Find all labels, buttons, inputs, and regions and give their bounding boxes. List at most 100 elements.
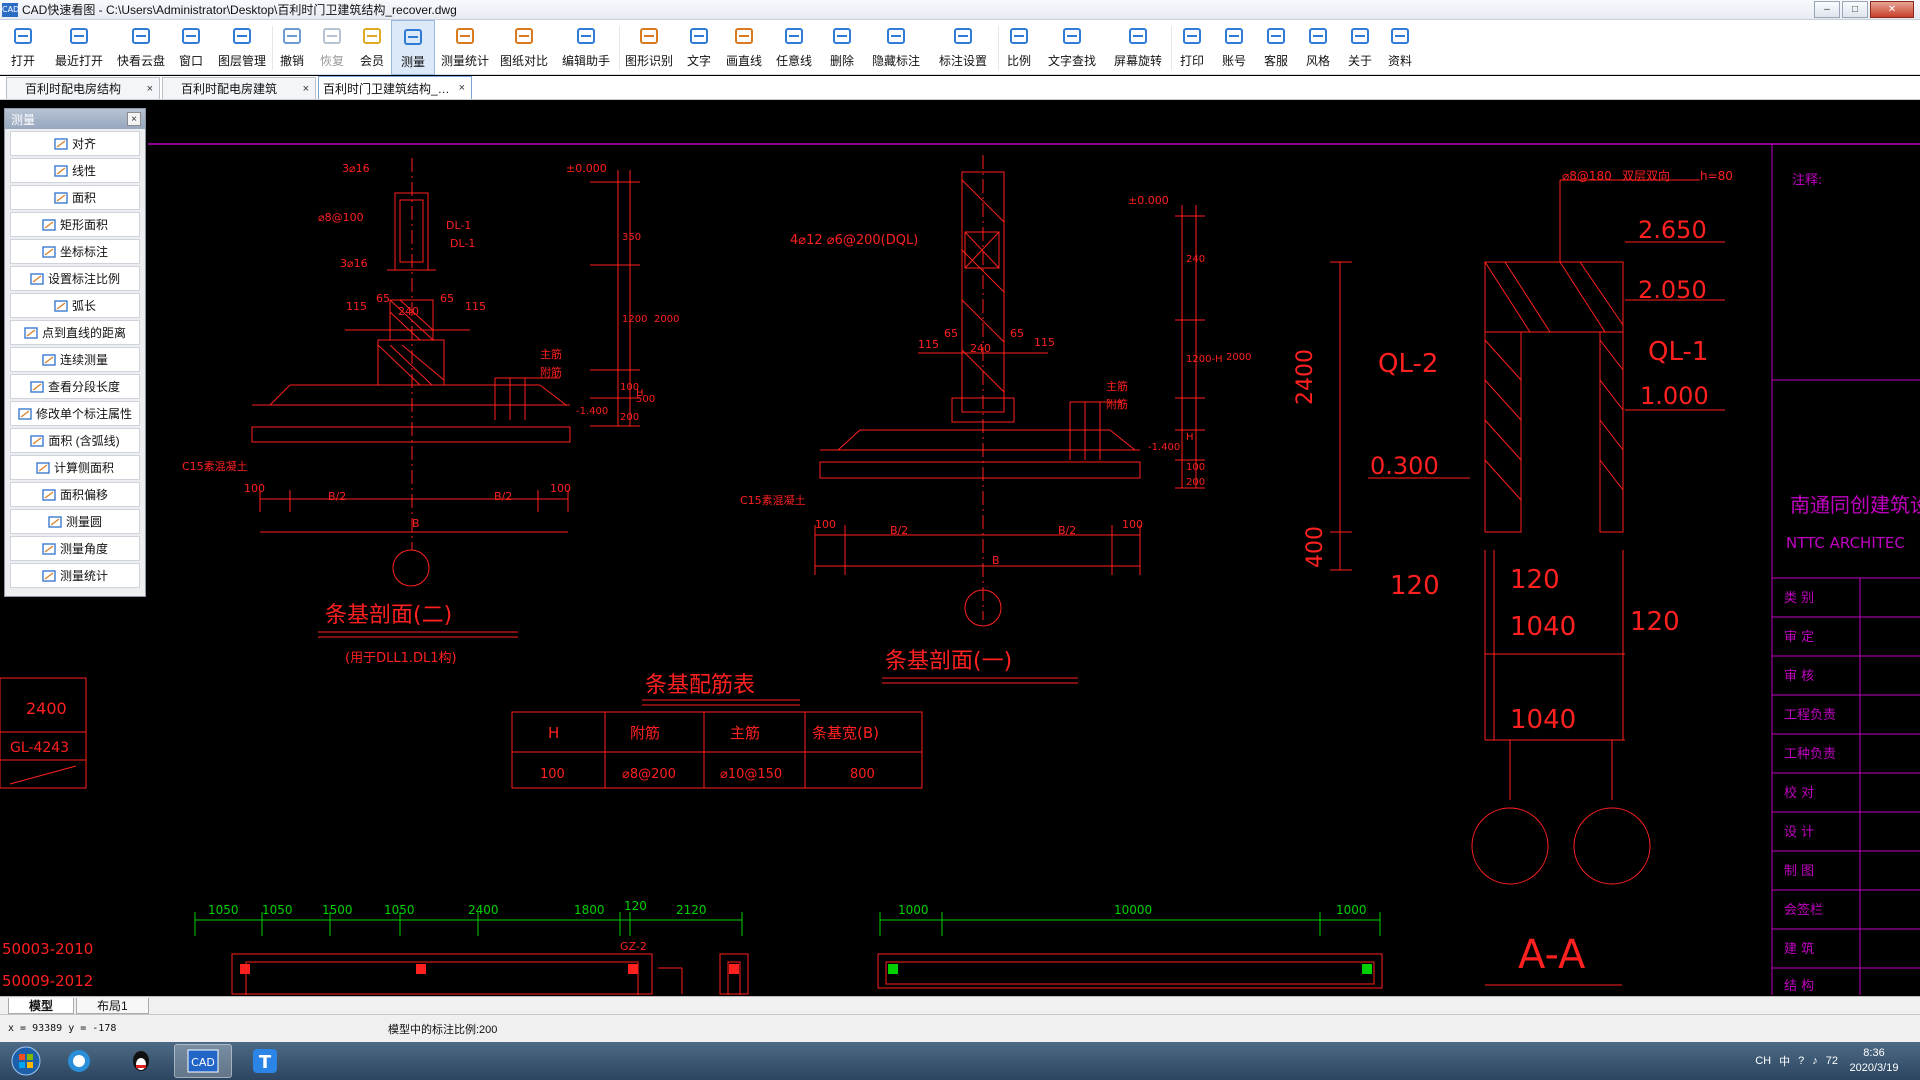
- measure-item-12[interactable]: 计算侧面积: [10, 455, 140, 480]
- toolbar-button-7[interactable]: 会员: [353, 20, 391, 75]
- toolbar-button-14[interactable]: 画直线: [720, 20, 768, 75]
- section-title: A-A: [1518, 932, 1586, 978]
- measure-item-8[interactable]: 连续测量: [10, 347, 140, 372]
- label: 115: [1034, 336, 1055, 349]
- tab-document-1[interactable]: 百利时配电房结构 ×: [6, 77, 160, 99]
- measure-panel-title: 测量: [11, 112, 36, 127]
- tab-close-icon[interactable]: ×: [146, 82, 153, 95]
- toolbar-button-6[interactable]: 恢复: [311, 20, 353, 75]
- table-title: 条基配筋表: [645, 673, 755, 698]
- toolbar-button-4[interactable]: 图层管理: [212, 20, 272, 75]
- label: B/2: [328, 490, 346, 503]
- close-icon[interactable]: ✕: [1870, 1, 1914, 18]
- tab-layout1[interactable]: 布局1: [76, 997, 149, 1014]
- toolbar-button-26[interactable]: 关于: [1340, 20, 1380, 75]
- qq-icon[interactable]: [112, 1044, 170, 1078]
- measure-item-3[interactable]: 矩形面积: [10, 212, 140, 237]
- label: ⌀8@100: [318, 211, 364, 224]
- close-icon[interactable]: ×: [127, 112, 141, 126]
- label: 100: [620, 382, 639, 393]
- toolbar-button-11[interactable]: 编辑助手: [553, 20, 619, 75]
- measure-item-6[interactable]: 弧长: [10, 293, 140, 318]
- label: -1.400: [1148, 442, 1180, 453]
- help-icon[interactable]: ?: [1798, 1055, 1805, 1067]
- toolbar-button-1[interactable]: 最近打开: [46, 20, 112, 75]
- measure-item-9[interactable]: 查看分段长度: [10, 374, 140, 399]
- label: 500: [636, 394, 655, 405]
- label: H: [1186, 432, 1194, 443]
- style-icon: [1305, 25, 1331, 47]
- measure-panel-header[interactable]: 测量 ×: [5, 109, 145, 129]
- toolbar-button-13[interactable]: 文字: [678, 20, 720, 75]
- label: C15素混凝土: [182, 459, 248, 473]
- toolbar-button-23[interactable]: 账号: [1212, 20, 1256, 75]
- language-indicator[interactable]: CH: [1755, 1055, 1772, 1067]
- label: 主筋: [1106, 379, 1128, 393]
- toolbar-button-10[interactable]: 图纸对比: [495, 20, 553, 75]
- ime-indicator[interactable]: 中: [1779, 1056, 1791, 1068]
- measure-item-0[interactable]: 对齐: [10, 131, 140, 156]
- dim-label: 10000: [1114, 903, 1152, 917]
- label: B: [412, 517, 420, 530]
- tab-close-icon[interactable]: ×: [458, 82, 465, 94]
- measure-icon: [400, 26, 426, 48]
- start-orb-icon[interactable]: [6, 1043, 46, 1079]
- continuous-icon: [42, 353, 56, 366]
- text-search-icon: [1059, 25, 1085, 47]
- cad-viewer-icon[interactable]: CAD: [174, 1044, 232, 1078]
- tab-close-icon[interactable]: ×: [302, 82, 309, 95]
- toolbar-button-16[interactable]: 删除: [820, 20, 864, 75]
- toolbar-button-24[interactable]: 客服: [1256, 20, 1296, 75]
- tab-label: 百利时配电房结构: [25, 82, 122, 96]
- toolbar-button-5[interactable]: 撤销: [273, 20, 311, 75]
- maximize-icon[interactable]: □: [1842, 1, 1868, 18]
- tab-document-3[interactable]: 百利时门卫建筑结构_… ×: [318, 76, 472, 99]
- dim-label: 2400: [468, 903, 499, 917]
- toolbar-button-18[interactable]: 标注设置: [928, 20, 998, 75]
- toolbar-button-25[interactable]: 风格: [1296, 20, 1340, 75]
- cad-t-icon[interactable]: T: [236, 1044, 294, 1078]
- toolbar-button-8[interactable]: 测量: [391, 20, 435, 75]
- toolbar-button-15[interactable]: 任意线: [768, 20, 820, 75]
- label: 0.300: [1370, 452, 1439, 480]
- minimize-icon[interactable]: –: [1814, 1, 1840, 18]
- label: B/2: [890, 524, 908, 537]
- measure-item-1[interactable]: 线性: [10, 158, 140, 183]
- measure-item-14[interactable]: 测量圆: [10, 509, 140, 534]
- measure-item-16[interactable]: 测量统计: [10, 563, 140, 588]
- toolbar-button-3[interactable]: 窗口: [170, 20, 212, 75]
- measure-item-5[interactable]: 设置标注比例: [10, 266, 140, 291]
- volume-icon[interactable]: ♪: [1812, 1055, 1818, 1067]
- label: 350: [622, 232, 641, 243]
- browser-icon[interactable]: [50, 1044, 108, 1078]
- toolbar-button-0[interactable]: 打开: [0, 20, 46, 75]
- headset-icon: [1263, 25, 1289, 47]
- measure-item-7[interactable]: 点到直线的距离: [10, 320, 140, 345]
- measure-item-10[interactable]: 修改单个标注属性: [10, 401, 140, 426]
- label: B/2: [494, 490, 512, 503]
- measure-item-11[interactable]: 面积 (含弧线): [10, 428, 140, 453]
- title-block-row: 类 别: [1784, 591, 1814, 606]
- tab-document-2[interactable]: 百利时配电房建筑 ×: [162, 77, 316, 99]
- toolbar-button-17[interactable]: 隐藏标注: [864, 20, 928, 75]
- toolbar-button-22[interactable]: 打印: [1172, 20, 1212, 75]
- toolbar-button-label: 会员: [359, 54, 384, 68]
- measure-panel: 测量 × 对齐线性面积矩形面积坐标标注设置标注比例弧长点到直线的距离连续测量查看…: [4, 108, 146, 597]
- toolbar-button-27[interactable]: 资料: [1380, 20, 1420, 75]
- tab-model[interactable]: 模型: [8, 997, 75, 1014]
- measure-item-2[interactable]: 面积: [10, 185, 140, 210]
- toolbar-button-20[interactable]: 文字查找: [1039, 20, 1105, 75]
- measure-item-4[interactable]: 坐标标注: [10, 239, 140, 264]
- measure-item-15[interactable]: 测量角度: [10, 536, 140, 561]
- toolbar-button-9[interactable]: 测量统计: [435, 20, 495, 75]
- clock[interactable]: 8:36 2020/3/19: [1842, 1046, 1906, 1076]
- measure-item-13[interactable]: 面积偏移: [10, 482, 140, 507]
- toolbar-button-label: 资料: [1387, 54, 1412, 68]
- toolbar-button-12[interactable]: 图形识别: [620, 20, 678, 75]
- dim-label: 1000: [898, 903, 929, 917]
- toolbar-button-19[interactable]: 比例: [999, 20, 1039, 75]
- toolbar-button-2[interactable]: 快看云盘: [112, 20, 170, 75]
- toolbar-button-21[interactable]: 屏幕旋转: [1105, 20, 1171, 75]
- drawing-canvas[interactable]: 3⌀16 ⌀8@100 DL-1 DL-1 3⌀16 115 65 240 65…: [0, 101, 1920, 995]
- label: 400: [1303, 526, 1328, 568]
